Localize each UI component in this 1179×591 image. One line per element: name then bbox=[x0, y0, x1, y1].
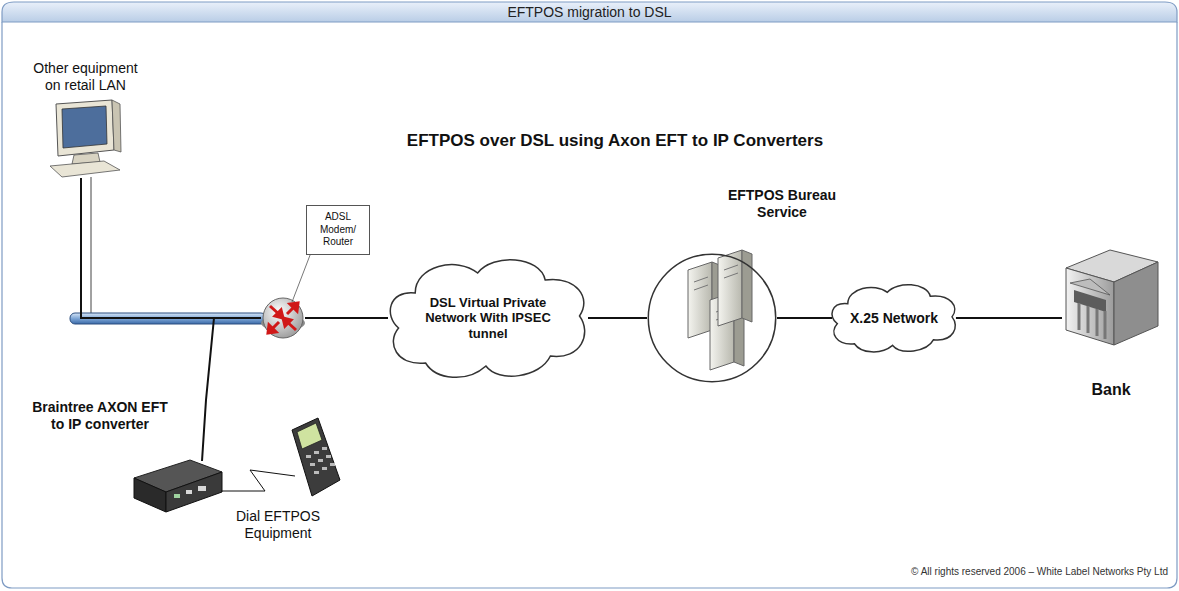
connector bbox=[956, 318, 1062, 319]
connector-line bbox=[221, 470, 295, 491]
pc-icon bbox=[50, 100, 121, 313]
node-label: Other equipment on retail LAN bbox=[28, 60, 143, 94]
connector bbox=[202, 318, 261, 461]
pc-node: Other equipment on retail LAN bbox=[45, 98, 125, 178]
page-frame bbox=[2, 22, 1177, 588]
bureau-circle: EFTPOS Bureau Service bbox=[647, 253, 777, 383]
connector-line bbox=[588, 317, 647, 319]
connector bbox=[777, 318, 832, 319]
connector-line bbox=[956, 317, 1062, 319]
circle-shape bbox=[647, 253, 777, 383]
circle-outline bbox=[648, 254, 775, 381]
connector bbox=[221, 470, 295, 491]
node-label: EFTPOS Bureau Service bbox=[717, 187, 847, 221]
cloud-outline bbox=[832, 285, 955, 352]
node-text: X.25 Network bbox=[850, 310, 938, 327]
converter-icon bbox=[134, 460, 222, 512]
router-node: ADSL Modem/ Router bbox=[261, 296, 305, 340]
eftpos-terminal-icon bbox=[292, 418, 340, 496]
connector-line bbox=[777, 317, 832, 319]
subtitle: EFTPOS over DSL using Axon EFT to IP Con… bbox=[290, 130, 940, 152]
connector-line bbox=[202, 318, 261, 461]
server-icon bbox=[688, 250, 752, 370]
terminal-node: Dial EFTPOS Equipment bbox=[285, 416, 345, 500]
cloud-outline bbox=[390, 260, 584, 378]
connector-line bbox=[305, 317, 388, 319]
node-label: Braintree AXON EFT to IP converter bbox=[30, 399, 170, 433]
title-text: EFTPOS migration to DSL bbox=[0, 3, 1179, 21]
node-label: Bank bbox=[1076, 380, 1146, 399]
bank-icon bbox=[1066, 250, 1158, 345]
connector-line bbox=[81, 178, 261, 318]
node-label: ADSL Modem/ Router bbox=[306, 205, 370, 255]
node-label: Dial EFTPOS Equipment bbox=[223, 508, 333, 542]
cloud-node: DSL Virtual Private Network With IPSEC t… bbox=[384, 248, 592, 388]
copyright-note: © All rights reserved 2006 – White Label… bbox=[680, 565, 1168, 579]
cloud-node: X.25 Network bbox=[828, 278, 960, 358]
connector bbox=[81, 178, 261, 318]
node-text: DSL Virtual Private Network With IPSEC t… bbox=[406, 295, 570, 342]
connector bbox=[305, 318, 388, 319]
bank-node: Bank bbox=[1062, 250, 1160, 346]
converter-node: Braintree AXON EFT to IP converter bbox=[130, 455, 225, 515]
router-icon bbox=[261, 250, 312, 338]
connector bbox=[588, 318, 647, 319]
